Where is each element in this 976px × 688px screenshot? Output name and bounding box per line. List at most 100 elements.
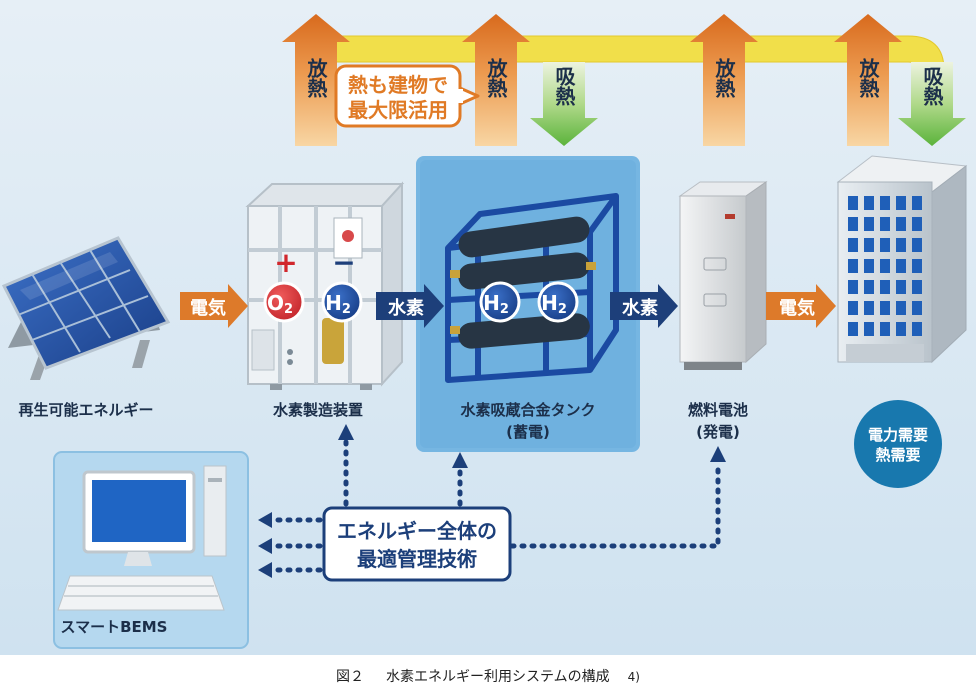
heat-callout: 熱も建物で 最大限活用	[334, 64, 480, 128]
building-window	[848, 301, 858, 315]
caption-title: 水素エネルギー利用システムの構成	[386, 669, 610, 685]
fuelcell-label: 燃料電池	[688, 401, 748, 419]
fuel-cell-cabinet	[678, 181, 768, 370]
building-window	[912, 259, 922, 273]
fuelcell-sublabel: (発電)	[696, 423, 740, 441]
electrode-minus-sign: −	[332, 246, 355, 279]
building-window	[880, 217, 890, 231]
electricity-arrow-1-label: 電気	[190, 297, 226, 319]
figure-caption: 図２ 水素エネルギー利用システムの構成 4)	[336, 669, 640, 685]
heat-absorb-arrow-1: 吸熱	[530, 62, 598, 146]
hydrogen-label-sub: 2	[342, 302, 351, 317]
hydrogen-arrow-2: 水素	[610, 284, 678, 328]
building-window	[864, 238, 874, 252]
bems-panel: スマートBEMS	[53, 451, 249, 649]
building-window	[880, 322, 890, 336]
hydrogen-label-main: H	[483, 291, 500, 315]
heat-absorb-arrow-2: 吸熱	[898, 62, 966, 146]
building-window	[848, 217, 858, 231]
demand-badge: 電力需要 熱需要	[854, 400, 942, 488]
solar-panel	[1, 236, 171, 380]
heat-release-arrow-4-label: 放熱	[856, 57, 880, 99]
hydrogen-label-sub: 2	[500, 302, 509, 317]
electricity-arrow-2-label: 電気	[779, 297, 815, 319]
hydrogen-label-sub: 2	[558, 302, 567, 317]
building-window	[880, 280, 890, 294]
electrolyzer-label: 水素製造装置	[273, 401, 363, 419]
bems-label: スマートBEMS	[61, 618, 168, 636]
solar-label: 再生可能エネルギー	[18, 401, 153, 419]
management-line2: 最適管理技術	[357, 547, 477, 571]
building-window	[864, 196, 874, 210]
heat-callout-line1: 熱も建物で	[348, 73, 448, 97]
hydrogen-molecule-tank-2: H2	[537, 281, 579, 323]
building-window	[880, 301, 890, 315]
tank-sublabel: (蓄電)	[506, 423, 550, 441]
control-lines	[267, 437, 721, 573]
hydrogen-arrow-2-label: 水素	[622, 297, 658, 319]
building-window	[896, 196, 906, 210]
management-box: エネルギー全体の 最適管理技術	[322, 506, 512, 582]
heat-release-arrow-2: 放熱	[462, 14, 530, 146]
heat-release-arrow-1-label: 放熱	[304, 57, 328, 99]
hydrogen-label-main: H	[325, 291, 342, 315]
building-window	[848, 280, 858, 294]
building-window	[848, 196, 858, 210]
building-window	[912, 322, 922, 336]
hydrogen-molecule-electrolyzer: H2	[321, 281, 363, 323]
building-window	[896, 301, 906, 315]
building-window	[864, 217, 874, 231]
building-window	[896, 280, 906, 294]
building-window	[896, 217, 906, 231]
building-window	[912, 238, 922, 252]
building-window	[896, 238, 906, 252]
hydrogen-label-tank-2: H2	[541, 291, 567, 317]
heat-absorb-arrow-1-label: 吸熱	[552, 66, 576, 107]
building-window	[864, 259, 874, 273]
building-window	[848, 322, 858, 336]
electrode-plus-sign: +	[274, 246, 297, 279]
office-building	[836, 155, 968, 364]
heat-absorb-arrow-2-label: 吸熱	[920, 66, 944, 107]
building-window	[880, 259, 890, 273]
caption-ref: 4)	[628, 670, 640, 684]
management-line1: エネルギー全体の	[337, 519, 497, 543]
heat-callout-line2: 最大限活用	[348, 98, 448, 122]
building-window	[896, 322, 906, 336]
oxygen-label-sub: 2	[284, 302, 293, 317]
heat-release-arrow-1: 放熱	[282, 14, 350, 146]
building-window	[912, 280, 922, 294]
hydrogen-label-electrolyzer: H2	[325, 291, 351, 317]
hydrogen-arrow-1-label: 水素	[388, 297, 424, 319]
demand-line1: 電力需要	[868, 426, 928, 444]
building-window	[896, 259, 906, 273]
electricity-arrow-1: 電気	[180, 284, 248, 328]
heat-release-arrow-4: 放熱	[834, 14, 902, 146]
hydrogen-label-main: H	[541, 291, 558, 315]
heat-release-arrow-3: 放熱	[690, 14, 758, 146]
building-window	[912, 301, 922, 315]
building-window	[912, 217, 922, 231]
hydrogen-tank-rack	[445, 193, 619, 383]
building-window	[880, 196, 890, 210]
building-window	[864, 322, 874, 336]
electricity-arrow-2: 電気	[766, 284, 836, 328]
caption-background	[0, 655, 976, 688]
demand-line2: 熱需要	[875, 446, 920, 464]
caption-figure: 図２	[336, 669, 364, 685]
hydrogen-label-tank-1: H2	[483, 291, 509, 317]
oxygen-label: O2	[267, 291, 293, 317]
hydrogen-arrow-1: 水素	[376, 284, 444, 328]
building-window	[864, 301, 874, 315]
control-arrowheads	[258, 424, 726, 578]
building-window	[864, 280, 874, 294]
building-window	[912, 196, 922, 210]
building-window	[848, 259, 858, 273]
tank-label: 水素吸蔵合金タンク	[460, 401, 595, 419]
hydrogen-molecule-tank-1: H2	[479, 281, 521, 323]
building-window	[880, 238, 890, 252]
heat-release-arrow-3-label: 放熱	[712, 57, 736, 99]
oxygen-molecule: O2	[263, 281, 305, 323]
building-window	[848, 238, 858, 252]
